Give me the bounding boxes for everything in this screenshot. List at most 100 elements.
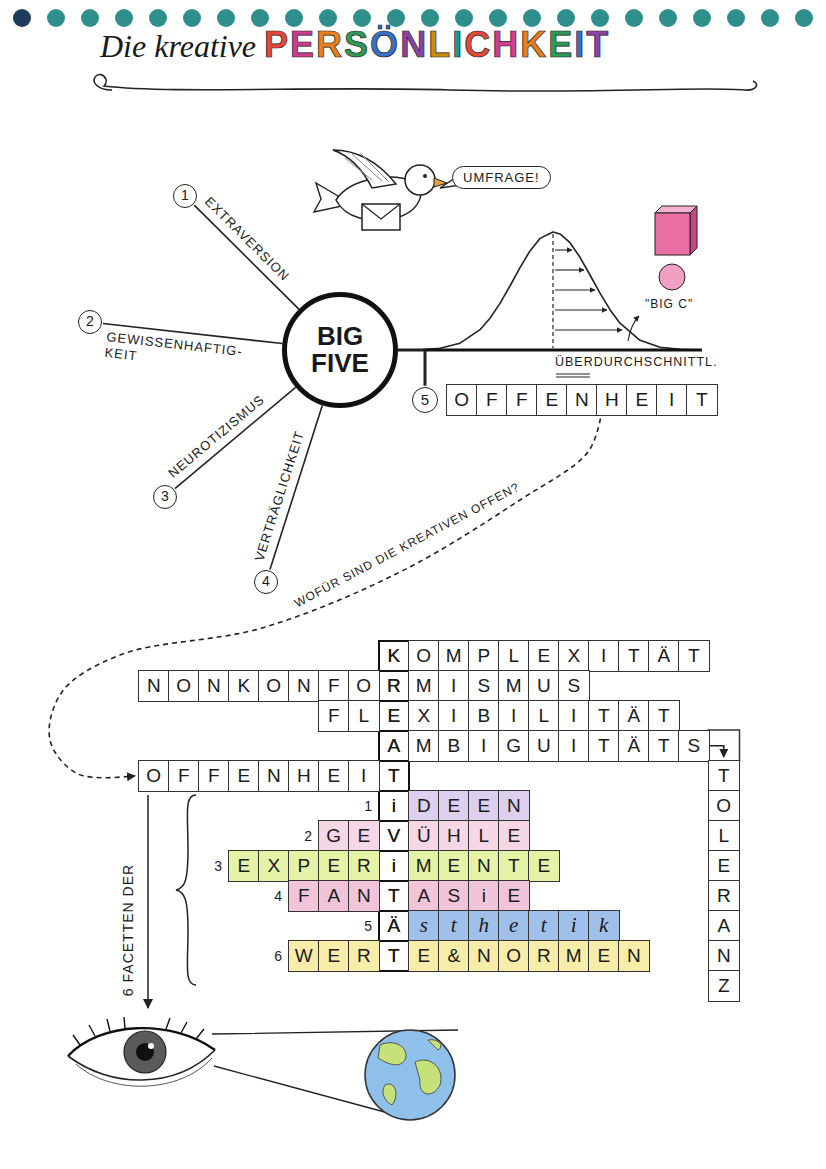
- binding-hole: [81, 9, 99, 27]
- letter-boxes: GEVÜHLE: [318, 820, 528, 852]
- binding-hole: [761, 9, 779, 27]
- shift-arrows: [555, 250, 622, 330]
- binding-hole: [659, 9, 677, 27]
- trait-branch: 4VERTRÄGLICHKEIT: [266, 582, 304, 594]
- crossword-word: FLEXIBILITÄT: [318, 700, 678, 732]
- letter-cell: &: [438, 940, 470, 972]
- edge-label-box: WOFÜR SIND DIE KREATIVEN OFFEN?: [290, 479, 525, 612]
- letter-cell: T: [378, 940, 410, 972]
- hub-text: BIG FIVE: [311, 323, 369, 378]
- title-letter: k: [154, 28, 168, 64]
- title-letter: I: [574, 24, 586, 65]
- dove: [314, 150, 447, 230]
- big-c-pointer: [628, 316, 639, 341]
- letter-cell: t: [438, 910, 470, 942]
- continent: [383, 1084, 396, 1105]
- exclamation-mark: [655, 206, 697, 290]
- letter-cell: O: [348, 670, 380, 702]
- letter-cell: R: [378, 670, 410, 702]
- letter-cell: R: [348, 940, 380, 972]
- letter-cell: I: [498, 700, 530, 732]
- letter-cell: E: [498, 880, 530, 912]
- view-arrow: [147, 795, 149, 1008]
- letter-cell: X: [408, 700, 440, 732]
- dove-eye: [423, 174, 427, 178]
- title-letter: E: [548, 24, 574, 65]
- letter-cell: Ä: [618, 730, 650, 762]
- letter-boxes: FANTASiE: [288, 880, 528, 912]
- title-letter: C: [464, 24, 492, 65]
- letter-cell: E: [318, 760, 350, 792]
- letter-cell: A: [378, 730, 410, 762]
- facet-word: 3EXPERiMENTE: [204, 850, 558, 882]
- letter-cell: E: [318, 940, 350, 972]
- letter-cell: I: [438, 670, 470, 702]
- letter-cell: i: [468, 880, 500, 912]
- letter-boxes: NONKONFORMISMUS: [138, 670, 588, 702]
- title-letter: [146, 28, 154, 64]
- letter-cell: X: [258, 850, 290, 882]
- trait-name: GEWISSENHAFTIG- KEIT: [104, 329, 244, 377]
- binding-hole: [115, 9, 133, 27]
- double-underline: [556, 374, 590, 377]
- letter-cell: K: [378, 640, 410, 672]
- title-letter: E: [290, 24, 316, 65]
- letter-cell: L: [348, 700, 380, 732]
- binding-hole: [183, 9, 201, 27]
- facet-word: 5Ästhetik: [354, 910, 618, 942]
- vertical-label-box: 6 FACETTEN DER: [120, 864, 136, 996]
- letter-cell: I: [588, 640, 620, 672]
- crossword-word: TOLERANZ: [708, 760, 740, 1000]
- title-letter: K: [520, 24, 548, 65]
- axis-label-box: ÜBERDURCHSCHNITTL.: [555, 355, 717, 369]
- binding-hole: [217, 9, 235, 27]
- letter-cell: Ä: [378, 910, 410, 942]
- title-underline: [94, 75, 756, 92]
- binding-hole: [149, 9, 167, 27]
- continent: [415, 1060, 441, 1094]
- letter-cell: L: [498, 640, 530, 672]
- trait-name: VERTRÄGLICHKEIT: [251, 429, 308, 564]
- callout-number: 6: [264, 948, 288, 964]
- letter-cell: E: [528, 640, 560, 672]
- dove-head: [405, 165, 435, 195]
- letter-cell: O: [258, 670, 290, 702]
- exclamation-bar: [655, 213, 690, 255]
- letter-cell: I: [468, 730, 500, 762]
- envelope-flap: [362, 204, 400, 219]
- trait-branch: 2GEWISSENHAFTIG- KEIT: [84, 322, 90, 378]
- title-letter: Ö: [370, 24, 400, 65]
- letter-boxes: TOLERANZ: [708, 760, 740, 1000]
- letter-boxes: FLEXIBILITÄT: [318, 700, 678, 732]
- circle-outline: [285, 295, 396, 406]
- letter-cell: F: [318, 700, 350, 732]
- letter-cell: E: [408, 940, 440, 972]
- title-letter: v: [228, 28, 242, 64]
- letter-cell: H: [288, 760, 320, 792]
- letter-cell: t: [528, 910, 560, 942]
- dove-feathers: [345, 153, 389, 182]
- letter-cell: F: [318, 670, 350, 702]
- letter-cell: U: [528, 670, 560, 702]
- callout-number: 3: [204, 858, 228, 874]
- letter-cell: T: [686, 384, 718, 416]
- letter-cell: A: [708, 910, 740, 942]
- callout-number: 1: [173, 184, 197, 208]
- letter-boxes: OFFENHEIT: [446, 384, 716, 416]
- title-letter: S: [344, 24, 370, 65]
- dove-wing: [333, 150, 396, 188]
- letter-cell: T: [678, 640, 710, 672]
- callout-number: 4: [264, 888, 288, 904]
- letter-cell: B: [468, 700, 500, 732]
- title-block: Die kreative PERSÖNLICHKEIT: [100, 24, 610, 65]
- hub-circle: BIG FIVE: [282, 292, 398, 408]
- facet-word: 4FANTASiE: [264, 880, 528, 912]
- letter-cell: U: [528, 730, 560, 762]
- letter-cell: R: [708, 880, 740, 912]
- letter-cell: E: [498, 820, 530, 852]
- letter-cell: E: [588, 940, 620, 972]
- title-letter: e: [132, 28, 146, 64]
- letter-cell: Ä: [618, 700, 650, 732]
- letter-cell: s: [408, 910, 440, 942]
